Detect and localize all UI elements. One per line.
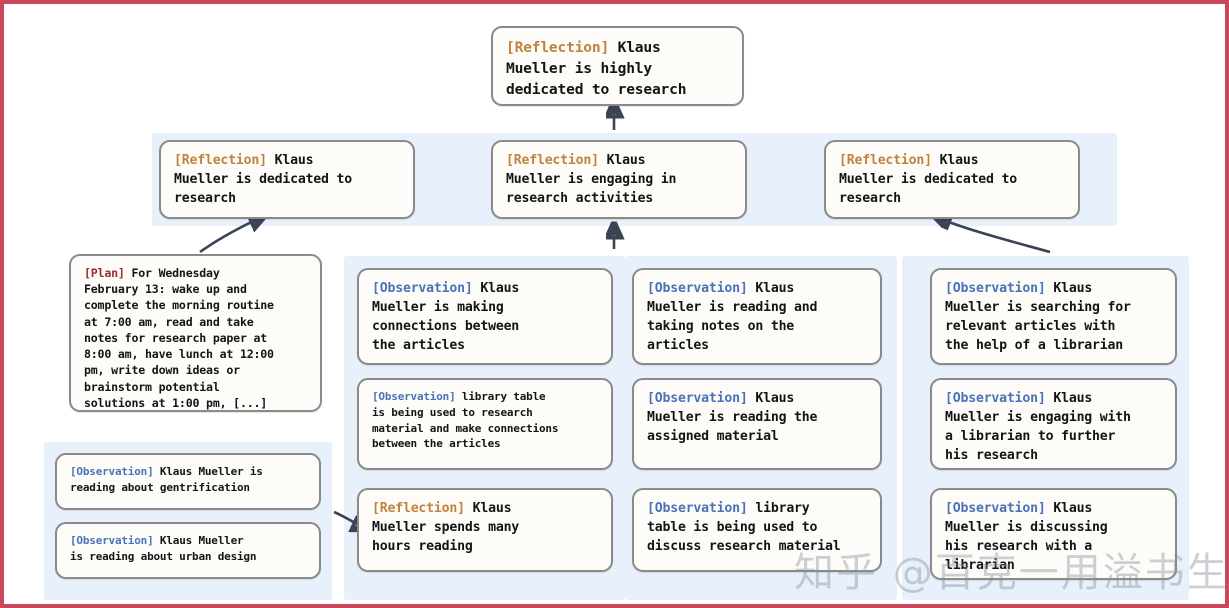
card-column-b-2[interactable]: [Observation] Klaus Mueller is reading t… xyxy=(632,378,882,470)
card-text: Klaus Mueller is highly dedicated to res… xyxy=(506,39,687,98)
card-text: For Wednesday February 13: wake up and c… xyxy=(84,266,274,410)
card-text: Klaus Mueller is reading about gentrific… xyxy=(70,465,263,494)
card-column-a-1[interactable]: [Observation] Klaus Mueller is making co… xyxy=(357,268,613,365)
card-tag-observation: [Observation] xyxy=(647,501,748,516)
card-column-a-2[interactable]: [Observation] library table is being use… xyxy=(357,378,613,470)
card-tag-observation: [Observation] xyxy=(70,534,154,547)
card-text: Klaus Mueller is making connections betw… xyxy=(372,281,520,353)
card-tag-observation: [Observation] xyxy=(945,501,1046,516)
card-tag-observation: [Observation] xyxy=(70,465,154,478)
card-tag-reflection: [Reflection] xyxy=(506,153,599,168)
card-root-reflection[interactable]: [Reflection] Klaus Mueller is highly ded… xyxy=(491,26,744,106)
card-column-b-1[interactable]: [Observation] Klaus Mueller is reading a… xyxy=(632,268,882,365)
card-text: Klaus Mueller is dedicated to research xyxy=(174,153,353,206)
card-tag-observation: [Observation] xyxy=(372,281,473,296)
card-column-a-3[interactable]: [Reflection] Klaus Mueller spends many h… xyxy=(357,488,613,572)
card-text: Klaus Mueller is reading about urban des… xyxy=(70,534,257,563)
card-column-c-2[interactable]: [Observation] Klaus Mueller is engaging … xyxy=(930,378,1177,470)
card-tag-observation: [Observation] xyxy=(372,390,456,403)
card-column-c-1[interactable]: [Observation] Klaus Mueller is searching… xyxy=(930,268,1177,365)
card-text: Klaus Mueller is engaging with a librari… xyxy=(945,391,1131,463)
card-text: Klaus Mueller is dedicated to research xyxy=(839,153,1018,206)
card-text: Klaus Mueller is reading and taking note… xyxy=(647,281,818,353)
card-text: Klaus Mueller is discussing his research… xyxy=(945,501,1108,573)
card-text: Klaus Mueller is searching for relevant … xyxy=(945,281,1131,353)
card-reflection-2[interactable]: [Reflection] Klaus Mueller is engaging i… xyxy=(491,140,747,219)
card-tag-observation: [Observation] xyxy=(647,281,748,296)
card-plan[interactable]: [Plan] For Wednesday February 13: wake u… xyxy=(69,254,322,412)
card-column-c-3[interactable]: [Observation] Klaus Mueller is discussin… xyxy=(930,488,1177,580)
card-text: Klaus Mueller is reading the assigned ma… xyxy=(647,391,818,444)
card-text: Klaus Mueller spends many hours reading xyxy=(372,501,520,554)
card-tag-observation: [Observation] xyxy=(945,391,1046,406)
card-column-b-3[interactable]: [Observation] library table is being use… xyxy=(632,488,882,572)
card-text: Klaus Mueller is engaging in research ac… xyxy=(506,153,677,206)
card-reflection-1[interactable]: [Reflection] Klaus Mueller is dedicated … xyxy=(159,140,415,219)
card-text: library table is being used to discuss r… xyxy=(647,501,841,554)
card-tag-observation: [Observation] xyxy=(647,391,748,406)
card-reflection-3[interactable]: [Reflection] Klaus Mueller is dedicated … xyxy=(824,140,1080,219)
card-text: library table is being used to research … xyxy=(372,390,559,451)
card-tag-reflection: [Reflection] xyxy=(506,39,610,56)
card-tag-reflection: [Reflection] xyxy=(372,501,465,516)
card-tag-plan: [Plan] xyxy=(84,266,125,280)
card-bottomleft-observation-2[interactable]: [Observation] Klaus Mueller is reading a… xyxy=(55,522,321,579)
card-tag-observation: [Observation] xyxy=(945,281,1046,296)
card-tag-reflection: [Reflection] xyxy=(174,153,267,168)
card-bottomleft-observation-1[interactable]: [Observation] Klaus Mueller is reading a… xyxy=(55,453,321,510)
card-tag-reflection: [Reflection] xyxy=(839,153,932,168)
